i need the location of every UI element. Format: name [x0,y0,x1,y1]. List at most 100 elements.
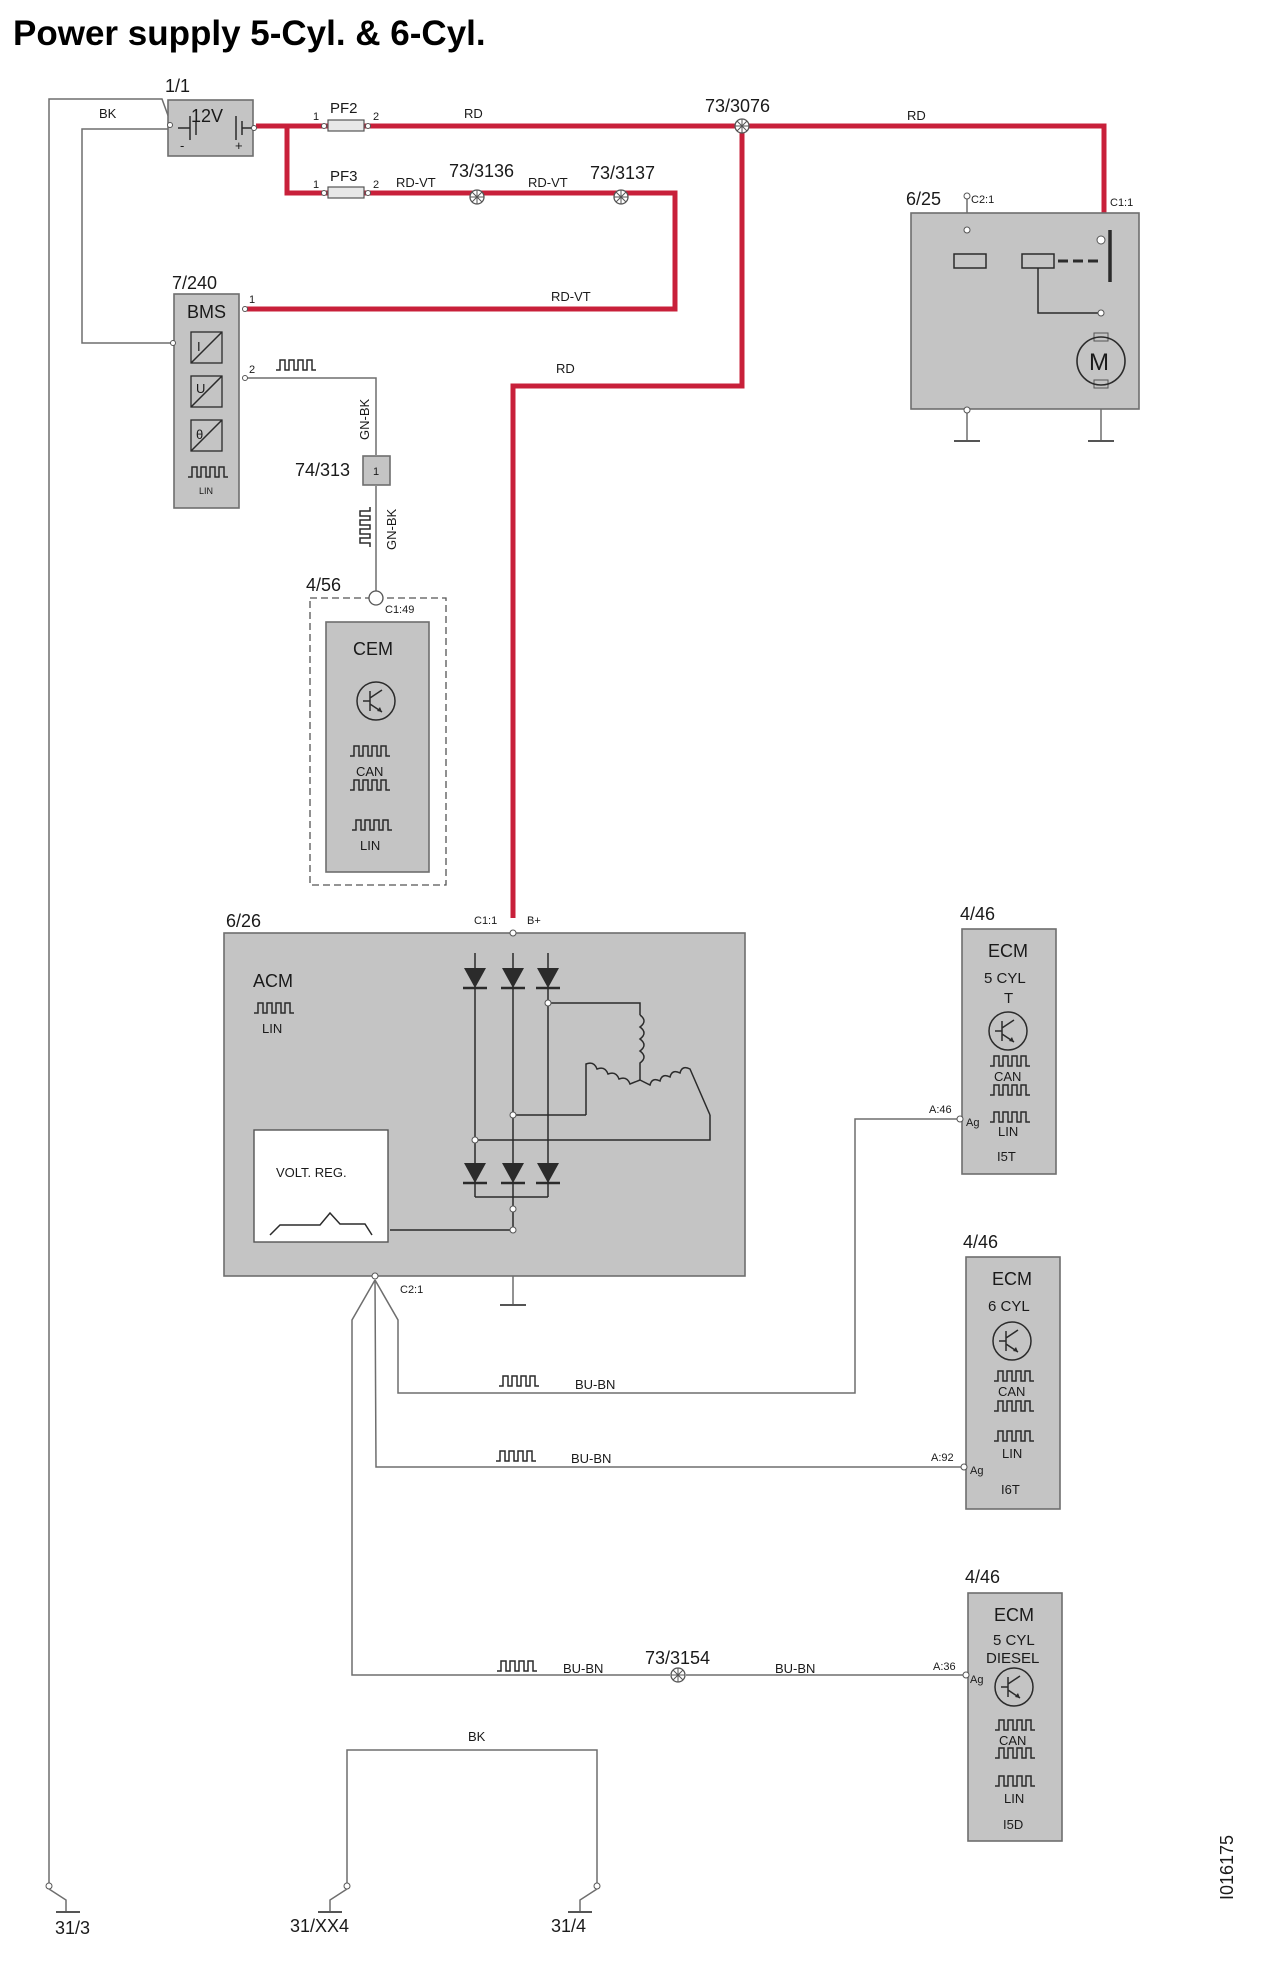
wire-color-rd-3: RD [556,361,575,376]
starter-ref: 6/25 [906,189,941,209]
ecm-2-title: ECM [992,1269,1032,1289]
wire-color-bk-top: BK [99,106,117,121]
cem-pin: C1:49 [385,604,414,616]
acm-alternator [223,929,746,1280]
cem-label: CEM [353,639,393,659]
fuse-pf3-pin-in: 1 [313,179,319,191]
battery-minus-label: - [180,138,184,153]
ecm-1-line1: 5 CYL [984,970,1026,987]
pulse-symbol [495,1450,537,1462]
ecm-3-pin: A:36 [933,1661,956,1673]
wire-color-bk-bottom: BK [468,1729,486,1744]
acm-pin-top: C1:1 [474,915,497,927]
connector-74-313-pin: 1 [373,466,379,478]
pulse-symbol [359,506,371,548]
wire-color-rdvt-2: RD-VT [528,175,568,190]
wire-color-rdvt-1: RD-VT [396,175,436,190]
splice-73-3136 [469,189,485,205]
ecm-1-title: ECM [988,941,1028,961]
bms-lin-label: LIN [199,486,213,496]
connector-74-313 [362,455,391,486]
pulse-symbol [496,1660,538,1672]
cem-ref: 4/56 [306,575,341,595]
ground-31-xx4-label: 31/XX4 [290,1916,349,1936]
cem-lin-label: LIN [360,838,380,853]
ecm-1-line2: T [1004,990,1013,1007]
ecm-2-lin: LIN [1002,1446,1022,1461]
acm-bplus-label: B+ [527,915,541,927]
splice-73-3154 [670,1667,686,1683]
bms-pin-1: 1 [249,294,255,306]
document-number: I016175 [1217,1835,1237,1900]
splice-73-3076 [734,118,750,134]
bms-ref: 7/240 [172,273,217,293]
ecm-1-can: CAN [994,1069,1021,1084]
fuse-pf2-label: PF2 [330,100,358,117]
connector-74-313-ref: 74/313 [295,460,350,480]
fuse-pf2-pin-in: 1 [313,111,319,123]
page-title: Power supply 5-Cyl. & 6-Cyl. [13,14,486,53]
wire-color-rdvt-3: RD-VT [551,289,591,304]
ground-points [45,1882,601,1913]
wire-color-gnbk-2: GN-BK [384,509,399,551]
ecm-1-code: I5T [997,1149,1016,1164]
wire-color-bubn-3: BU-BN [563,1661,603,1676]
ecm-1-ref: 4/46 [960,904,995,924]
fuse-pf3-pin-out: 2 [373,179,379,191]
ecm-3-lin: LIN [1004,1791,1024,1806]
starter-pin-left: C2:1 [971,194,994,206]
ecm-3-line2: DIESEL [986,1650,1039,1667]
ecm-5cyl-t [956,928,1057,1175]
ground-31-4-label: 31/4 [551,1916,586,1936]
ecm-3-title: ECM [994,1605,1034,1625]
cem-can-label: CAN [356,764,383,779]
ecm-3-can: CAN [999,1733,1026,1748]
ecm-3-line1: 5 CYL [993,1632,1035,1649]
fuse-pf2-pin-out: 2 [373,111,379,123]
bms-sub-current: I [197,339,201,354]
wire-color-bubn-2: BU-BN [571,1451,611,1466]
ecm-2-line1: 6 CYL [988,1298,1030,1315]
wire-color-bubn-1: BU-BN [575,1377,615,1392]
bms-pin-2: 2 [249,364,255,376]
starter-motor-module [910,192,1140,414]
acm-pin-bottom: C2:1 [400,1284,423,1296]
battery-voltage-label: 12V [191,106,223,126]
splice-73-3137 [613,189,629,205]
splice-73-3137-label: 73/3137 [590,163,655,183]
battery-ref: 1/1 [165,76,190,96]
acm-lin-label: LIN [262,1021,282,1036]
ecm-3-ag: Ag [970,1674,983,1686]
bms-module [170,293,317,509]
acm-ref: 6/26 [226,911,261,931]
acm-volt-reg-label: VOLT. REG. [276,1165,347,1180]
cem-module [309,590,447,886]
splice-73-3136-label: 73/3136 [449,161,514,181]
battery-12v [167,99,257,157]
motor-label: M [1089,349,1109,376]
ecm-2-code: I6T [1001,1482,1020,1497]
ecm-1-lin: LIN [998,1124,1018,1139]
splice-73-3076-label: 73/3076 [705,96,770,116]
ground-31-3-label: 31/3 [55,1918,90,1938]
wire-color-rd-2: RD [907,108,926,123]
wire-color-gnbk-1: GN-BK [357,399,372,441]
bms-sub-temp: θ [196,427,203,442]
ecm-2-pin: A:92 [931,1452,954,1464]
ecm-1-ag: Ag [966,1117,979,1129]
starter-pin-right: C1:1 [1110,197,1133,209]
ecm-2-ag: Ag [970,1465,983,1477]
ecm-2-ref: 4/46 [963,1232,998,1252]
fuse-pf3-label: PF3 [330,168,358,185]
bms-sub-voltage: U [196,381,205,396]
acm-label: ACM [253,971,293,991]
wire-color-bubn-4: BU-BN [775,1661,815,1676]
ecm-2-can: CAN [998,1384,1025,1399]
ecm-5cyl-diesel [962,1592,1063,1842]
bms-label: BMS [187,302,226,322]
ecm-1-pin: A:46 [929,1104,952,1116]
battery-plus-label: + [235,138,243,153]
ecm-6cyl [960,1256,1061,1510]
fuse-pf2 [321,119,371,132]
